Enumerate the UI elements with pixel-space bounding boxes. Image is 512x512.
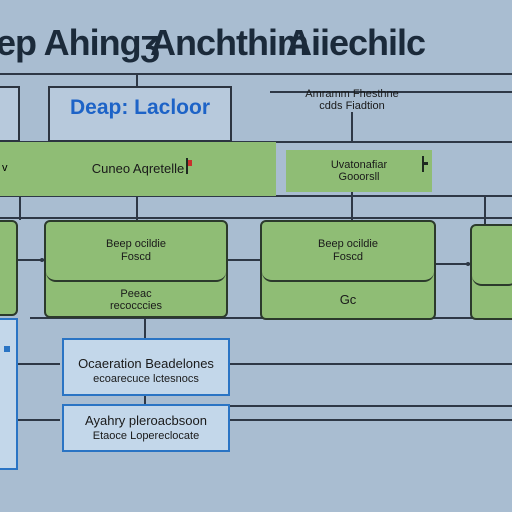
process-card-1-header: Beep ocildie Foscd <box>46 222 226 282</box>
green-band-right: Uvatonafiar Gooorsll <box>286 150 432 192</box>
right-partial-card <box>470 224 512 320</box>
operation-box-2-line2: Etaoce Lopereclocate <box>92 430 200 442</box>
green-band-right-line1: Uvatonafiar <box>330 159 388 171</box>
diagram-title: ep Ahingʒ Anchthim Aiiechilc <box>0 22 512 66</box>
operation-box-1: Ocaeration Beadelones ecoarecuce lctesno… <box>62 338 230 396</box>
process-card-1-subtitle: Foscd <box>121 251 151 263</box>
process-card-2-header: Beep ocildie Foscd <box>262 222 434 282</box>
panel-marker-icon <box>4 346 10 352</box>
title-right: Aiiechilc <box>286 22 426 63</box>
operation-box-1-line2: ecoarecuce lctesnocs <box>93 373 199 385</box>
operation-box-1-line1: Ocaeration Beadelones <box>78 356 214 371</box>
top-label-box: Deap: Lacloor <box>48 86 232 142</box>
green-band-label: Cuneo Aqretelle <box>91 161 185 176</box>
top-right-note-line1: Amramm Fhesthne <box>305 88 399 100</box>
green-band-prefix: v <box>2 162 8 174</box>
title-left: ep Ahingʒ <box>0 22 160 63</box>
process-card-2-title: Beep ocildie <box>318 238 378 250</box>
operation-box-2-line1: Ayahry pleroacbsoon <box>85 413 207 428</box>
operation-box-2: Ayahry pleroacbsoon Etaoce Lopereclocate <box>62 404 230 452</box>
top-right-note-line2: cdds Fiadtion <box>319 100 385 112</box>
process-card-2-detail: Gc <box>339 292 357 307</box>
right-partial-card-header <box>472 226 512 286</box>
green-band-left: v Cuneo Aqretelle <box>0 142 276 196</box>
process-card-2-subtitle: Foscd <box>333 251 363 263</box>
flag-icon <box>186 158 194 174</box>
top-left-partial-box <box>0 86 20 142</box>
top-label-text: Deap: Lacloor <box>69 96 211 119</box>
left-side-panel <box>0 318 18 470</box>
process-card-1: Beep ocildie Foscd Peeac recocccies <box>44 220 228 318</box>
process-card-2: Beep ocildie Foscd Gc <box>260 220 436 320</box>
process-card-1-detail1: Peeac <box>120 288 152 300</box>
flag-icon-right <box>422 156 430 172</box>
title-middle: Anchthim <box>150 22 309 63</box>
green-band-right-line2: Gooorsll <box>338 171 380 183</box>
left-partial-card <box>0 220 18 316</box>
process-card-1-detail2: recocccies <box>110 300 162 312</box>
process-card-1-title: Beep ocildie <box>106 238 166 250</box>
top-right-note: Amramm Fhesthne cdds Fiadtion <box>276 88 428 116</box>
